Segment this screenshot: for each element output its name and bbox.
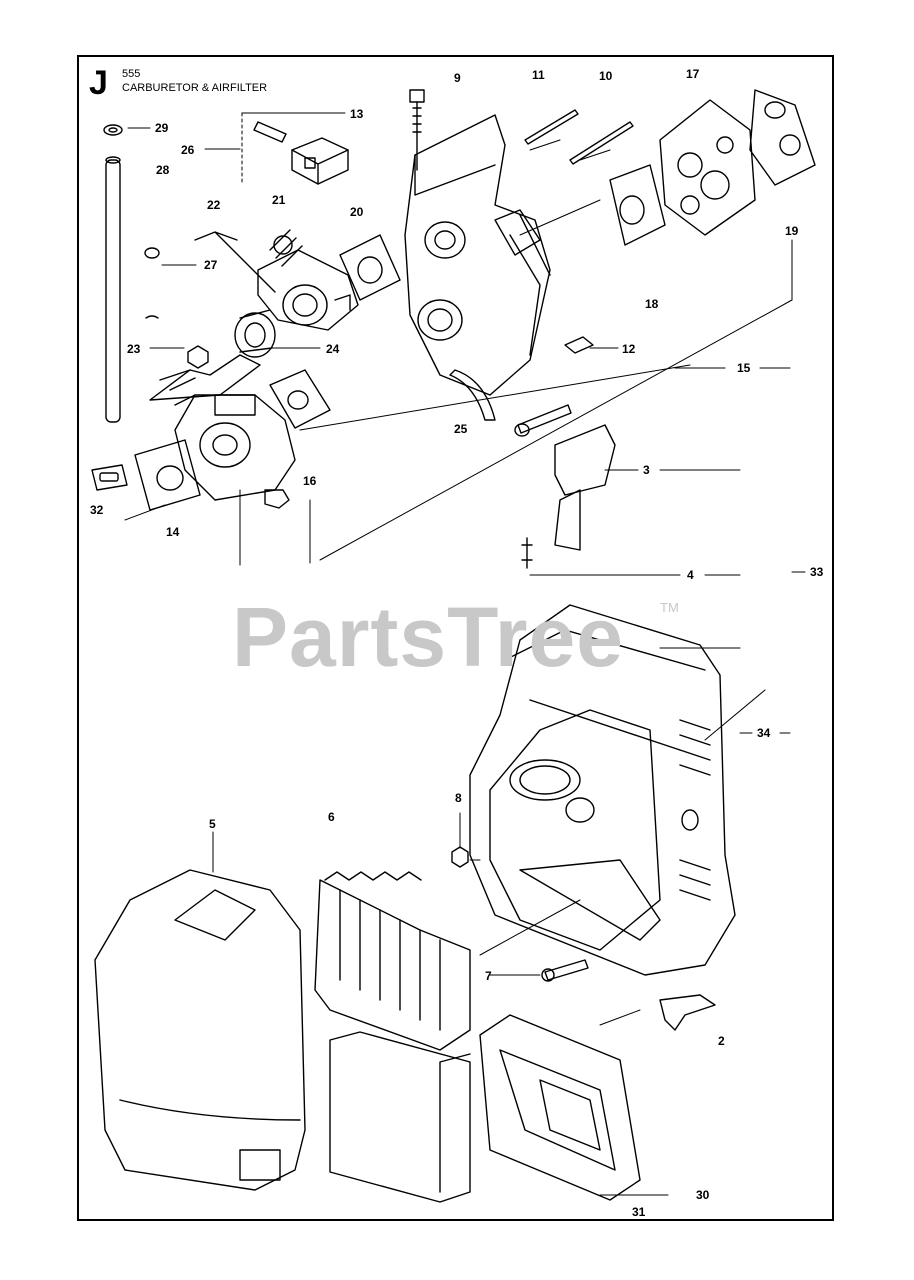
callout-15: 15 — [737, 361, 751, 375]
pin-11 — [524, 109, 579, 145]
bracket-3 — [554, 424, 616, 551]
nut-8 — [451, 846, 469, 868]
callout-11: 11 — [532, 68, 545, 82]
callout-30: 30 — [696, 1188, 710, 1202]
latch-2 — [659, 994, 716, 1031]
partstree-watermark: PartsTree — [232, 590, 624, 684]
gasket-front — [609, 164, 666, 246]
filter-frame-31 — [479, 1014, 641, 1201]
callout-25: 25 — [454, 422, 468, 436]
leader-lines — [124, 112, 806, 1196]
gasket-20 — [339, 234, 401, 301]
nut-12 — [564, 336, 594, 354]
fuel-hose — [103, 124, 123, 423]
flange-17 — [659, 99, 756, 236]
callout-32: 32 — [90, 503, 104, 517]
filter-housing-33 — [469, 604, 736, 976]
screw-lower — [514, 404, 572, 437]
callout-13: 13 — [350, 107, 364, 121]
callout-7: 7 — [485, 969, 492, 983]
callout-5: 5 — [209, 817, 216, 831]
boot-25 — [449, 369, 496, 421]
callout-16: 16 — [303, 474, 317, 488]
idle-screw-21 — [269, 229, 303, 267]
callout-14: 14 — [166, 525, 180, 539]
diagram-frame — [77, 55, 834, 1221]
section-letter: J — [89, 64, 108, 102]
callout-20: 20 — [350, 205, 364, 219]
carburetor-holder-18 — [404, 114, 551, 396]
callout-19: 19 — [785, 224, 799, 238]
clip-4 — [521, 537, 533, 569]
callout-2: 2 — [718, 1034, 725, 1048]
choke-parts-13 — [253, 121, 349, 185]
callout-34: 34 — [757, 726, 771, 740]
callout-17: 17 — [686, 67, 700, 81]
callout-22: 22 — [207, 198, 221, 212]
callout-21: 21 — [272, 193, 286, 207]
callout-23: 23 — [127, 342, 141, 356]
prefilter-box — [329, 1031, 471, 1203]
callout-27: 27 — [204, 258, 218, 272]
small-clip — [145, 315, 159, 319]
air-filter-6 — [314, 871, 471, 1051]
callout-18: 18 — [645, 297, 659, 311]
callout-31: 31 — [632, 1205, 646, 1219]
callout-26: 26 — [181, 143, 195, 157]
callout-9: 9 — [454, 71, 461, 85]
callout-24: 24 — [326, 342, 340, 356]
callout-3: 3 — [643, 463, 650, 477]
bolt-9 — [409, 89, 425, 171]
callout-12: 12 — [622, 342, 636, 356]
callout-10: 10 — [599, 69, 613, 83]
carburetor-assembly — [91, 249, 359, 511]
callout-28: 28 — [156, 163, 170, 177]
callout-6: 6 — [328, 810, 335, 824]
diagram-title: CARBURETOR & AIRFILTER — [122, 82, 268, 94]
callout-33: 33 — [810, 565, 824, 579]
model-number: 555 — [122, 68, 141, 80]
callout-8: 8 — [455, 791, 462, 805]
o-ring-27 — [144, 247, 160, 259]
gasket-19 — [749, 89, 816, 186]
callout-4: 4 — [687, 568, 694, 582]
throttle-rod — [194, 231, 276, 293]
screw-7 — [541, 959, 589, 982]
pin-10 — [569, 121, 634, 165]
callout-29: 29 — [155, 121, 169, 135]
trademark-mark: TM — [660, 600, 679, 615]
cylinder-cover-5 — [94, 869, 306, 1191]
